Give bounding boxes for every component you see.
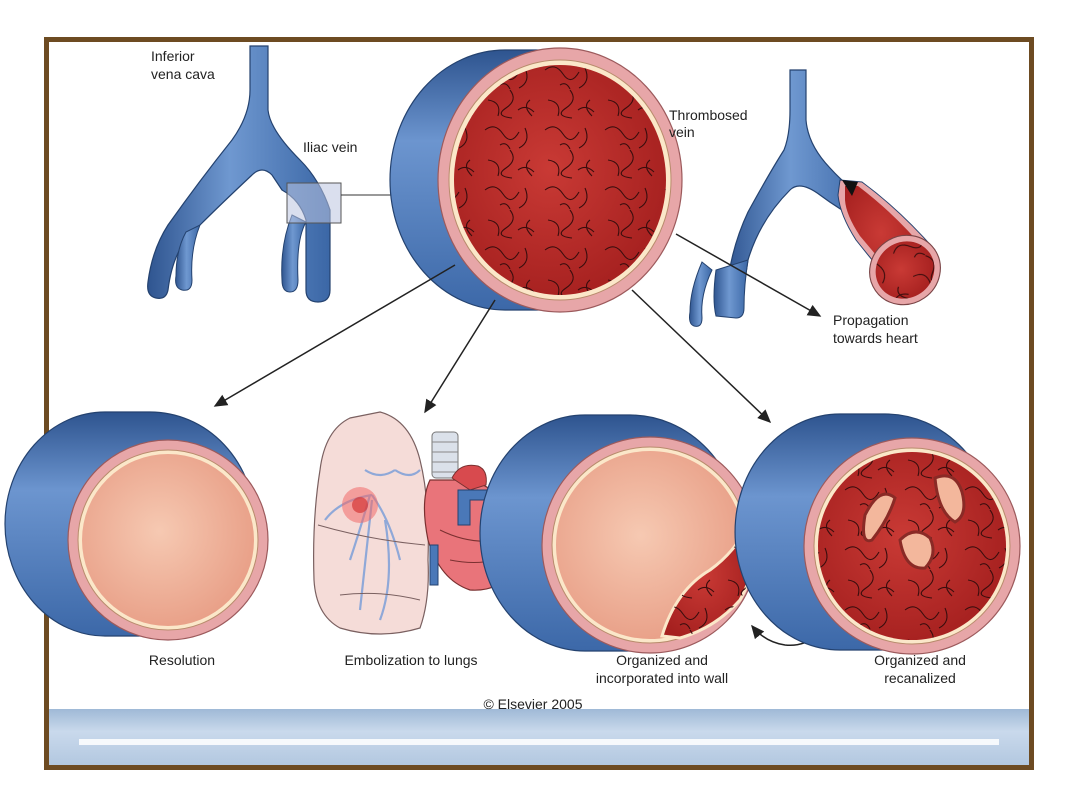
organized-wall-cylinder [479,414,759,654]
labels: Inferior vena cava Iliac vein Thrombosed… [149,48,966,712]
label-thrombosed-vein-line2: vein [669,124,695,140]
label-organized-recanalized-line1: Organized and [874,652,966,668]
propagating-thrombus-illustration [689,69,941,327]
copyright-notice: © Elsevier 2005 [483,696,582,712]
label-resolution: Resolution [149,652,215,668]
iliac-vein-illustration [147,45,448,303]
label-thrombosed-vein-line1: Thrombosed [669,107,748,123]
arrow-to-organized [631,289,772,424]
label-organized-wall-line1: Organized and [616,652,708,668]
bottom-decorative-band [49,709,1029,765]
arrow-to-propagation [675,233,822,317]
arrow-to-resolution [213,264,456,407]
label-organized-recanalized-line2: recanalized [884,670,956,686]
label-iliac-vein: Iliac vein [303,139,357,155]
arrows [213,233,833,647]
recanalized-cylinder [734,413,1021,655]
resolution-cylinder [4,411,269,641]
label-organized-wall-line2: incorporated into wall [596,670,728,686]
label-propagation-line1: Propagation [833,312,909,328]
band-divider [79,739,999,745]
label-propagation-line2: towards heart [833,330,918,346]
label-inferior-vena-cava-line1: Inferior [151,48,195,64]
label-embolization: Embolization to lungs [344,652,477,668]
label-inferior-vena-cava-line2: vena cava [151,66,215,82]
arrow-to-embolization [424,299,496,414]
thrombosed-vein-cylinder [389,47,683,313]
